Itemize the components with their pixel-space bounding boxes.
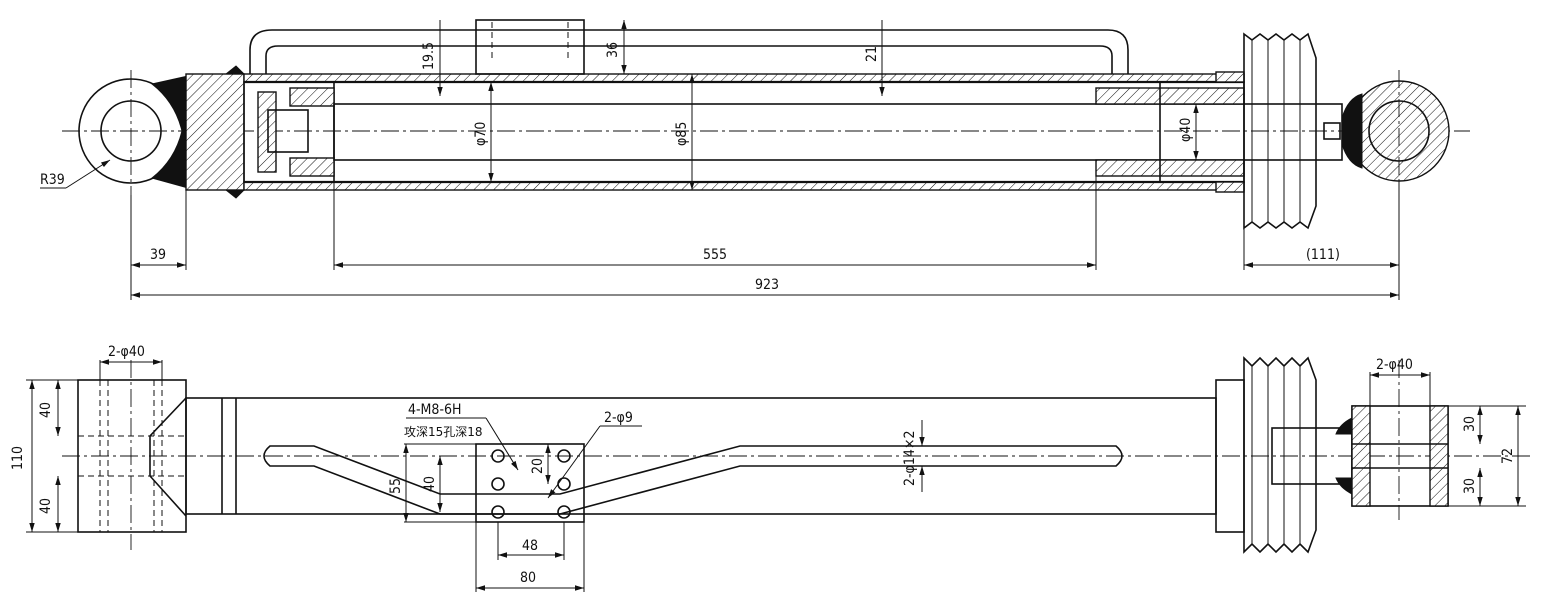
dim-right-30a: 30: [1462, 416, 1478, 432]
left-clevis: [77, 360, 187, 550]
dim-total: 923: [755, 277, 779, 293]
rod-eye: [1323, 70, 1450, 200]
dim-block-20: 20: [530, 458, 546, 474]
dim-drill: 2-φ9: [604, 410, 633, 426]
dim-total-height: 110: [10, 446, 26, 470]
dim-rod: φ40: [1178, 118, 1194, 142]
dim-left-holes: 2-φ40: [108, 344, 145, 360]
dim-block-80: 80: [520, 570, 536, 586]
dim-tube-height: 19.5: [421, 42, 437, 70]
bottom-dimensions: [26, 359, 1526, 592]
front-gland: [1095, 71, 1245, 193]
dim-lower-40: 40: [38, 498, 54, 514]
dim-stroke: 555: [703, 247, 727, 263]
dim-block-48: 48: [522, 538, 538, 554]
dim-thread: 4-M8-6H: [408, 402, 461, 418]
dim-upper-40: 40: [38, 402, 54, 418]
dim-pipe-gap: 21: [864, 46, 880, 62]
bellows-top: [1243, 32, 1317, 230]
dim-right-30b: 30: [1462, 478, 1478, 494]
pipe-bottom: [263, 445, 1123, 515]
dim-thread-note: 攻深15孔深18: [404, 425, 483, 439]
dim-block-40: 40: [422, 476, 438, 492]
dim-pipe: 2-φ14×2: [902, 431, 918, 486]
dim-right-72: 72: [1500, 448, 1516, 464]
dim-rod-eye: (111): [1306, 247, 1340, 263]
dim-block-55: 55: [388, 478, 404, 494]
dim-eye-offset: 39: [150, 247, 166, 263]
cylinder-tube: [243, 73, 1245, 191]
bellows-bottom: [1215, 356, 1353, 554]
rear-end-cap: [185, 65, 335, 199]
dim-right-holes: 2-φ40: [1376, 357, 1413, 373]
bottom-view: 2-φ40 2-φ40 110 40 40 4-M8-6H 攻深15孔深18 2…: [10, 344, 1530, 592]
dim-radius: R39: [40, 172, 65, 188]
top-dimensions: [40, 20, 1400, 300]
right-eye-block: [1335, 360, 1449, 520]
port-block: [475, 443, 585, 523]
left-eye: [78, 70, 189, 195]
dim-bore: φ70: [473, 122, 489, 146]
top-view: R39 39 555 (111) 923 19.5 36 21 φ70 φ85 …: [40, 19, 1470, 300]
dim-port-block: 36: [605, 42, 621, 58]
dim-outer: φ85: [674, 122, 690, 146]
external-pipe: [249, 19, 1129, 75]
